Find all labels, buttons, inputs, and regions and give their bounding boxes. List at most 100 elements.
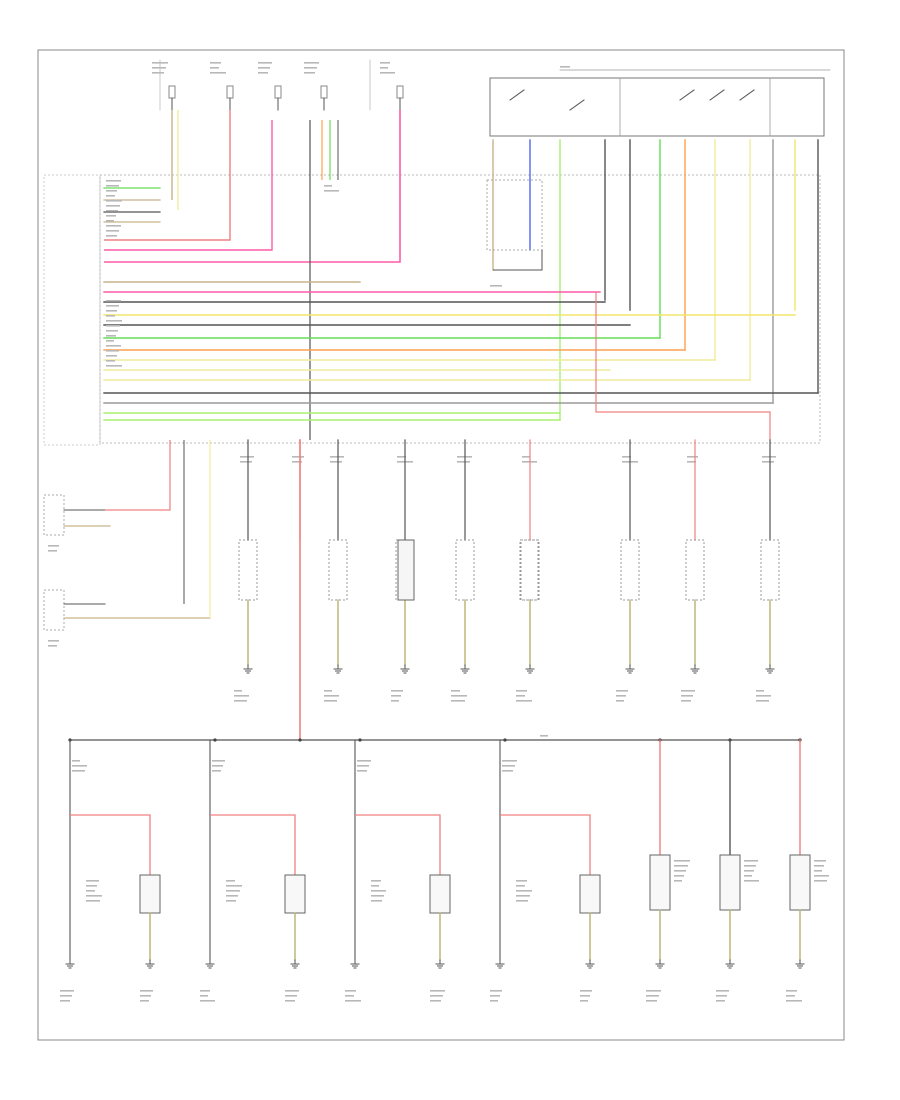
- connector-label: [522, 456, 530, 458]
- bottom-ground-label: [490, 990, 502, 992]
- bottom-ground-label: [430, 995, 443, 997]
- bottom-ground-label: [490, 1000, 498, 1002]
- module-pin-labels: [106, 310, 117, 312]
- fuse-0: [168, 85, 176, 99]
- connector-label: [622, 456, 631, 458]
- bottom-red-link-3: [500, 814, 591, 880]
- wire-red-bus-right: [595, 292, 771, 440]
- mid-component-6: [620, 539, 640, 601]
- module-pin-labels: [106, 190, 117, 192]
- mid-ground-label: [391, 700, 399, 702]
- mid-ground-label: [391, 695, 401, 697]
- mid-component-0: [238, 539, 258, 601]
- bottom-right-component-label: [744, 875, 752, 877]
- module-pin-labels: [106, 305, 119, 307]
- module-pin-labels: [106, 360, 115, 362]
- bottom-right-component-label: [674, 875, 684, 877]
- bottom-component-label: [86, 885, 97, 887]
- module-pin-labels: [106, 235, 117, 237]
- module-pin-labels: [106, 185, 119, 187]
- bus-label: [540, 735, 548, 737]
- mid-ground-label: [451, 695, 467, 697]
- bottom-component-label: [86, 880, 99, 882]
- mid-ground-label: [324, 690, 332, 692]
- bottom-component-label: [371, 890, 386, 892]
- mid-ground-label: [756, 695, 771, 697]
- bottom-ground-label: [140, 995, 151, 997]
- bottom-red-link-2: [355, 814, 441, 880]
- fuse-label-mark: [210, 72, 226, 74]
- fuse-label-mark: [304, 62, 319, 64]
- switch-contact-0: [509, 89, 525, 101]
- mid-component-2: [328, 539, 348, 601]
- bottom-component-label: [226, 880, 235, 882]
- switch-contact-2: [679, 89, 695, 101]
- mid-ground-label: [516, 700, 532, 702]
- bottom-component-label: [86, 890, 95, 892]
- module-pin-labels: [106, 210, 118, 212]
- bottom-ground-label: [140, 1000, 149, 1002]
- bottom-right-component-label: [744, 865, 756, 867]
- connector-label: [292, 456, 304, 458]
- bottom-right-component-label: [744, 860, 758, 862]
- switch-block-title-mark: [560, 66, 570, 68]
- bottom-lamp-3: [579, 874, 601, 914]
- bottom-right-component-label: [674, 880, 682, 882]
- bottom-component-label: [86, 895, 102, 897]
- module-pin-labels: [106, 205, 120, 207]
- bottom-ground-label: [60, 1000, 70, 1002]
- mid-ground-label: [681, 690, 695, 692]
- left-switch-label: [48, 545, 59, 547]
- module-pin-labels: [106, 345, 121, 347]
- mid-ground-label: [516, 695, 525, 697]
- bottom-ground-label: [200, 995, 208, 997]
- mid-ground-label: [234, 700, 247, 702]
- connector-label: [762, 461, 774, 463]
- bottom-component-label: [226, 885, 242, 887]
- lamp-assembly: [397, 539, 415, 601]
- bottom-ground-label: [140, 990, 153, 992]
- bottom-fuse-label: [212, 760, 225, 762]
- bottom-fuse-label: [502, 770, 513, 772]
- module-pin-labels: [106, 350, 119, 352]
- fuse-label-mark: [380, 62, 390, 64]
- mid-ground-label: [616, 695, 626, 697]
- bottom-ground-label: [60, 990, 74, 992]
- bottom-right-ground-label: [646, 1000, 657, 1002]
- mid-component-4: [455, 539, 475, 601]
- mid-ground-label: [451, 700, 465, 702]
- bottom-ground-label: [345, 995, 354, 997]
- mid-ground-label: [324, 700, 337, 702]
- fuse-label-mark: [380, 72, 395, 74]
- bottom-lamp-0: [139, 874, 161, 914]
- connector-label: [457, 461, 470, 463]
- module-pin-labels: [106, 320, 122, 322]
- mid-ground-label: [756, 690, 764, 692]
- connector-label: [687, 461, 696, 463]
- bottom-ground-label: [345, 990, 356, 992]
- module-pin-labels: [106, 365, 122, 367]
- bottom-fuse-label: [72, 760, 80, 762]
- wire-pink-2: [104, 110, 401, 263]
- fuse-2: [274, 85, 282, 99]
- module-pin-labels: [106, 340, 114, 342]
- component-label-mark: [324, 190, 339, 192]
- module-pin-labels: [106, 230, 119, 232]
- fuse-label-mark: [152, 72, 164, 74]
- bottom-right-ground-label: [716, 1000, 725, 1002]
- fuse-4: [396, 85, 404, 99]
- left-module-outline: [43, 174, 101, 446]
- bottom-fuse-label: [72, 770, 85, 772]
- bottom-right-ground-label: [716, 995, 727, 997]
- bottom-fuse-label: [72, 765, 87, 767]
- fuse-label-mark: [304, 72, 315, 74]
- bottom-right-component-label: [814, 870, 822, 872]
- module-pin-labels: [106, 225, 121, 227]
- bottom-right-lamp-2: [789, 854, 811, 911]
- bottom-right-ground-label: [786, 990, 797, 992]
- mid-ground-label: [616, 700, 624, 702]
- switch-contact-1: [569, 99, 585, 111]
- module-pin-labels: [106, 335, 116, 337]
- fuse-label-mark: [258, 67, 270, 69]
